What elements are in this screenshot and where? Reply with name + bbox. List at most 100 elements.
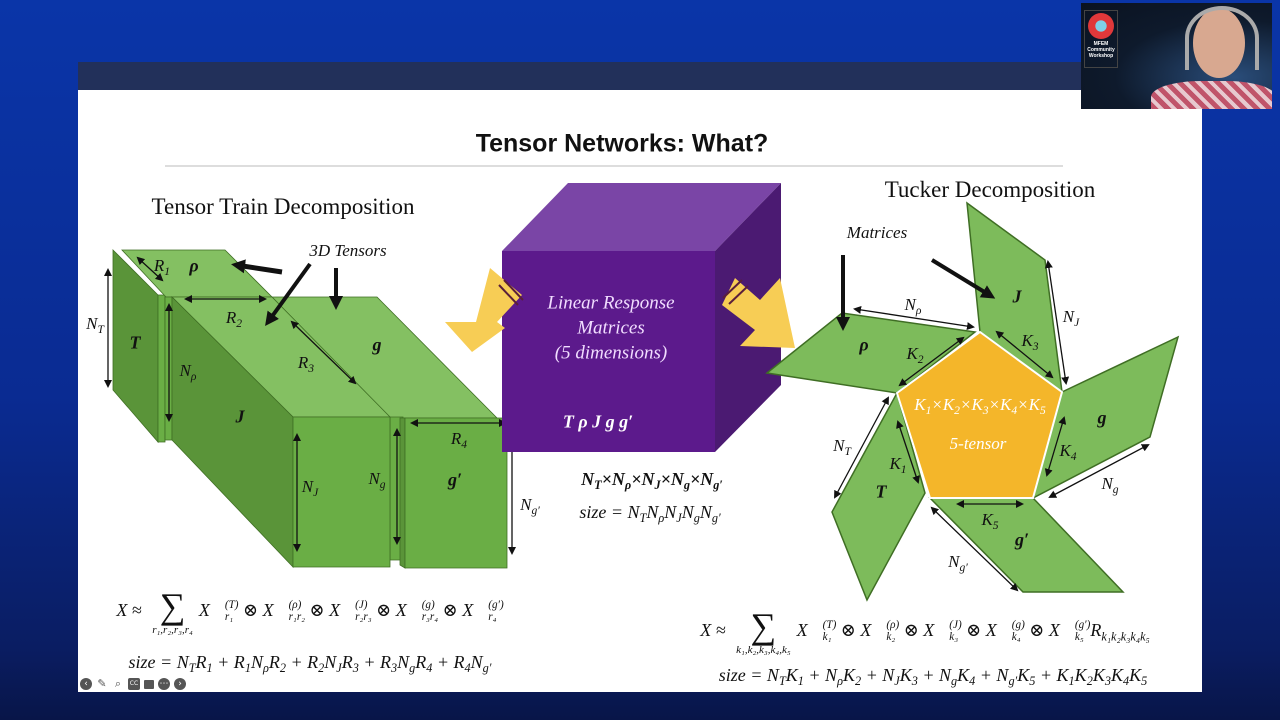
math-symbol: K [1129, 664, 1142, 685]
math-symbol: K [1021, 330, 1033, 350]
math-symbol: K [1028, 394, 1040, 414]
subscript: 2 [318, 661, 325, 676]
math-symbol: N [397, 651, 410, 672]
math-symbol: N [646, 501, 659, 522]
subscript: r₃r₄ [421, 611, 439, 623]
subscript: 3 [352, 661, 359, 676]
previous-icon[interactable]: ‹ [80, 678, 92, 690]
tucker-size: size = NTK1 + NρK2 + NJK3 + NgK4 + Ng′K5… [719, 665, 1147, 689]
subscript: 4 [464, 661, 471, 676]
subscript: 3 [308, 362, 315, 376]
script-stack: (J)k₃ [949, 620, 961, 643]
math-text: ⊗ [438, 600, 463, 621]
block-gp-front [404, 417, 508, 569]
subscript: 4 [969, 674, 976, 689]
yellow-arrow-left [445, 268, 524, 352]
core-label: 5-tensor [949, 434, 1007, 453]
math-symbol: N [904, 294, 916, 314]
dim-Ng: Ng [368, 469, 385, 491]
dim-K3: K3 [1021, 331, 1038, 353]
math-text: ⊗ [899, 620, 924, 641]
data-cube [502, 183, 781, 452]
math-symbol: K [899, 664, 912, 685]
math-symbol: N [948, 551, 960, 571]
math-text: × [988, 394, 1001, 414]
subscript: 4 [1011, 404, 1018, 418]
tensor-train-size: size = NTR1 + R1NρR2 + R2NJR3 + R3NgR4 +… [129, 652, 492, 676]
math-text: ⊗ [1024, 620, 1049, 641]
subscript: r₂r₃ [355, 611, 372, 623]
captions-icon[interactable]: CC [128, 678, 140, 690]
more-icon[interactable]: ⋯ [158, 678, 170, 690]
math-symbol: X⃗ [329, 600, 355, 621]
math-text: R [415, 651, 427, 672]
math-symbol: N [611, 468, 625, 489]
math-symbol: N [766, 664, 779, 685]
cube-caption-line: Matrices [577, 317, 645, 339]
subscript: J [676, 511, 682, 526]
subscript: g′ [482, 661, 492, 676]
script-stack: (T)r₁ [225, 600, 239, 623]
sum-indices: r₁,r₂,r₃,r₄ [152, 624, 193, 636]
math-symbol: K [842, 664, 855, 685]
math-symbol: N [1062, 306, 1075, 326]
block-label-rho: ρ [189, 255, 199, 276]
matrix-label-T: T [875, 481, 887, 502]
math-symbol: N [664, 501, 677, 522]
math-symbol: N [1101, 473, 1113, 493]
video-icon[interactable] [144, 679, 154, 689]
superscript: (T) [822, 619, 837, 632]
subscript: T [188, 661, 196, 676]
math-text: ⊗ [305, 600, 330, 621]
pen-icon[interactable]: ✎ [97, 677, 107, 690]
cube-caption-line: Linear Response [547, 292, 675, 314]
math-symbol: X⃗ [462, 600, 488, 621]
superscript: (J) [949, 619, 962, 632]
math-symbol: X⃗ [1048, 620, 1074, 641]
block-label-g: g [372, 334, 382, 355]
math-symbol: N [520, 494, 532, 514]
dim-NJ: NJ [302, 477, 318, 499]
subscript: k₄ [1011, 631, 1021, 643]
presentation-toolbar: ‹ ✎ ⌕ CC ⋯ › [80, 678, 186, 690]
subscript: ρ [190, 370, 197, 384]
subscript: k₁k₂k₃k₄k₅ [1101, 629, 1150, 644]
subscript: 3 [911, 674, 918, 689]
next-icon[interactable]: › [174, 678, 186, 690]
headphones-icon [1185, 6, 1259, 70]
math-symbol: K [889, 453, 901, 473]
math-text: + [917, 664, 939, 685]
subscript: k₂ [886, 631, 896, 643]
subscript: ρ [915, 304, 922, 318]
subscript: g′ [711, 511, 721, 526]
math-text: R [195, 651, 207, 672]
subscript: 4 [1070, 450, 1077, 464]
math-text: + [975, 664, 997, 685]
logo-text: MFEM Community Workshop [1087, 41, 1115, 59]
dim-Nrho: Nρ [905, 295, 922, 317]
dim-Ngp: Ng′ [948, 552, 968, 574]
subscript: g′ [1008, 674, 1018, 689]
math-symbol: N [176, 651, 189, 672]
block-label-J: J [235, 406, 245, 427]
zoom-icon[interactable]: ⌕ [114, 677, 122, 690]
block-T-front [157, 294, 166, 443]
subscript: J [894, 674, 900, 689]
math-symbol: X⃗ [985, 620, 1011, 641]
superscript: (ρ) [886, 619, 900, 632]
subscript: J [654, 478, 661, 493]
subscript: 4 [461, 438, 468, 452]
subscript: J [313, 486, 319, 500]
subscript: J [1074, 316, 1080, 330]
math-text: size = [579, 501, 628, 522]
superscript: (g) [421, 599, 435, 612]
subscript: g [693, 511, 700, 526]
dim-R3: R3 [298, 353, 314, 375]
math-symbol: K [914, 394, 926, 414]
dim-NT: NT [86, 314, 104, 336]
math-symbol: X⃗ [860, 620, 886, 641]
subscript: 5 [1040, 404, 1046, 418]
